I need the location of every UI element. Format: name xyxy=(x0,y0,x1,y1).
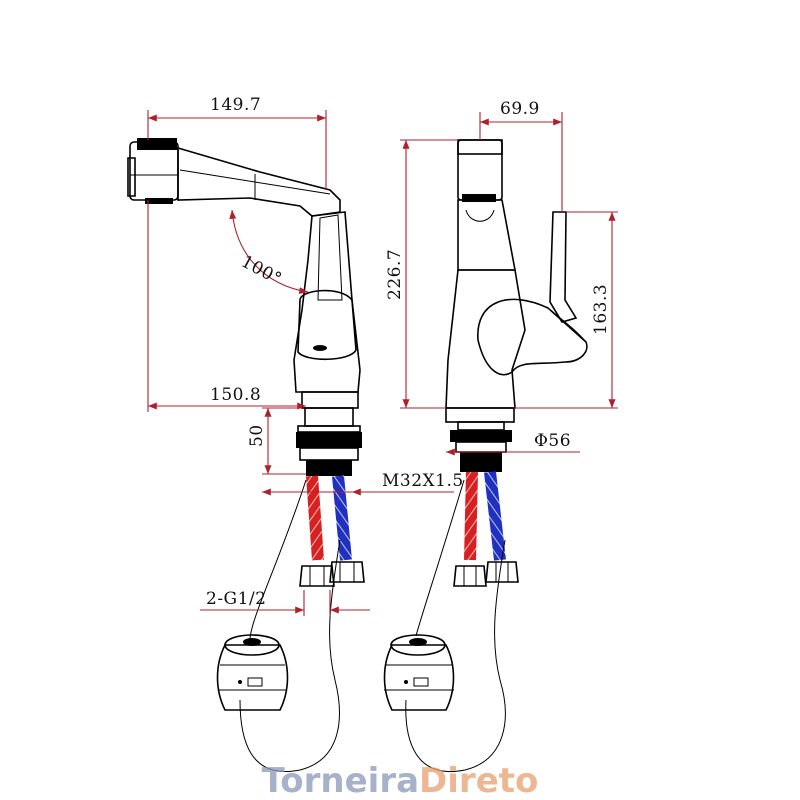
front-faucet-body xyxy=(445,269,526,409)
dim-base-diameter: Φ56 xyxy=(534,431,571,451)
front-cold-hose xyxy=(484,471,506,561)
front-counterweight xyxy=(383,634,455,711)
dim-spout-reach: 149.7 xyxy=(210,95,261,115)
dim-spout-width: 69.9 xyxy=(500,99,540,119)
dim-thread: M32X1.5 xyxy=(382,471,464,491)
shank-assembly xyxy=(296,407,362,476)
front-spout-head xyxy=(457,139,503,201)
side-view xyxy=(127,138,365,772)
spout-arm xyxy=(177,146,341,217)
watermark-part1: Torneira xyxy=(262,761,419,800)
cold-hose xyxy=(332,475,352,561)
cold-nut xyxy=(329,561,365,583)
spout-head xyxy=(127,138,179,204)
dim-hose-thread: 2-G1/2 xyxy=(206,589,267,609)
front-hot-hose xyxy=(464,471,478,561)
dim-height-total: 226.7 xyxy=(385,249,405,300)
dim-handle-height: 163.3 xyxy=(591,284,611,335)
front-lever-handle xyxy=(477,298,588,376)
side-view-dimensions: 149.7 150.8 100° 50 M32X1.5 2-G1/2 xyxy=(147,95,464,616)
dim-rotation-angle: 100° xyxy=(238,252,285,290)
dim-shank-length: 50 xyxy=(247,424,267,447)
faucet-body xyxy=(293,211,361,393)
front-view xyxy=(383,139,588,772)
lever-handle xyxy=(297,289,357,361)
hot-hose xyxy=(306,475,324,561)
dim-base-to-spout: 150.8 xyxy=(210,385,261,405)
watermark-part2: Direto xyxy=(419,761,538,800)
hot-nut xyxy=(299,565,335,587)
counterweight xyxy=(216,634,289,711)
front-view-dimensions: 69.9 226.7 163.3 Φ56 xyxy=(385,99,618,456)
watermark: TorneiraDireto xyxy=(262,761,539,800)
